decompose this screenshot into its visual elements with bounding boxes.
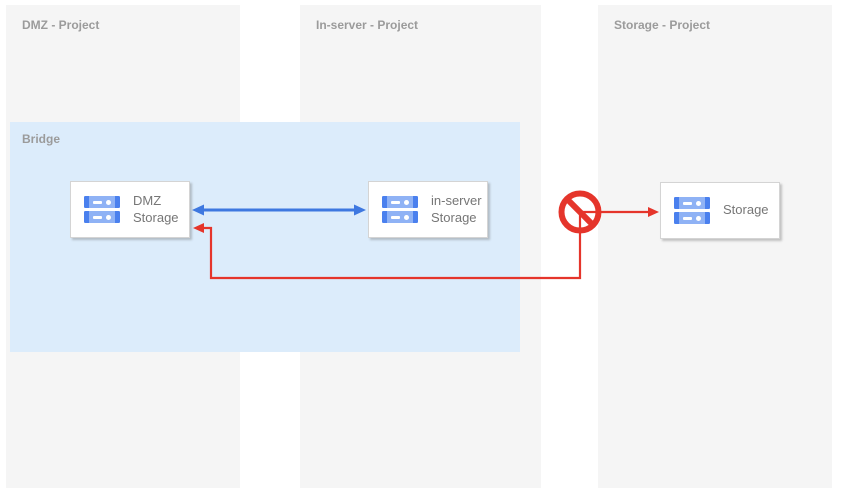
bridge-label: Bridge (22, 132, 61, 146)
node-label-inserver-storage: in-server Storage (431, 192, 482, 225)
column-title-inserver: In-server - Project (316, 18, 419, 32)
no-entry-icon (558, 190, 602, 234)
node-label-storage: Storage (723, 202, 769, 218)
node-storage[interactable]: Storage (660, 182, 780, 239)
column-storage-project: Storage - Project (598, 5, 832, 488)
node-inserver-storage[interactable]: in-server Storage (368, 181, 488, 238)
storage-disk-icon (382, 196, 418, 223)
column-title-dmz: DMZ - Project (22, 18, 100, 32)
column-title-storage: Storage - Project (614, 18, 711, 32)
storage-disk-icon (84, 196, 120, 223)
storage-disk-icon (674, 197, 710, 224)
node-dmz-storage[interactable]: DMZ Storage (70, 181, 190, 238)
no-entry-backdrop (558, 190, 602, 234)
node-label-dmz-storage: DMZ Storage (133, 192, 179, 225)
